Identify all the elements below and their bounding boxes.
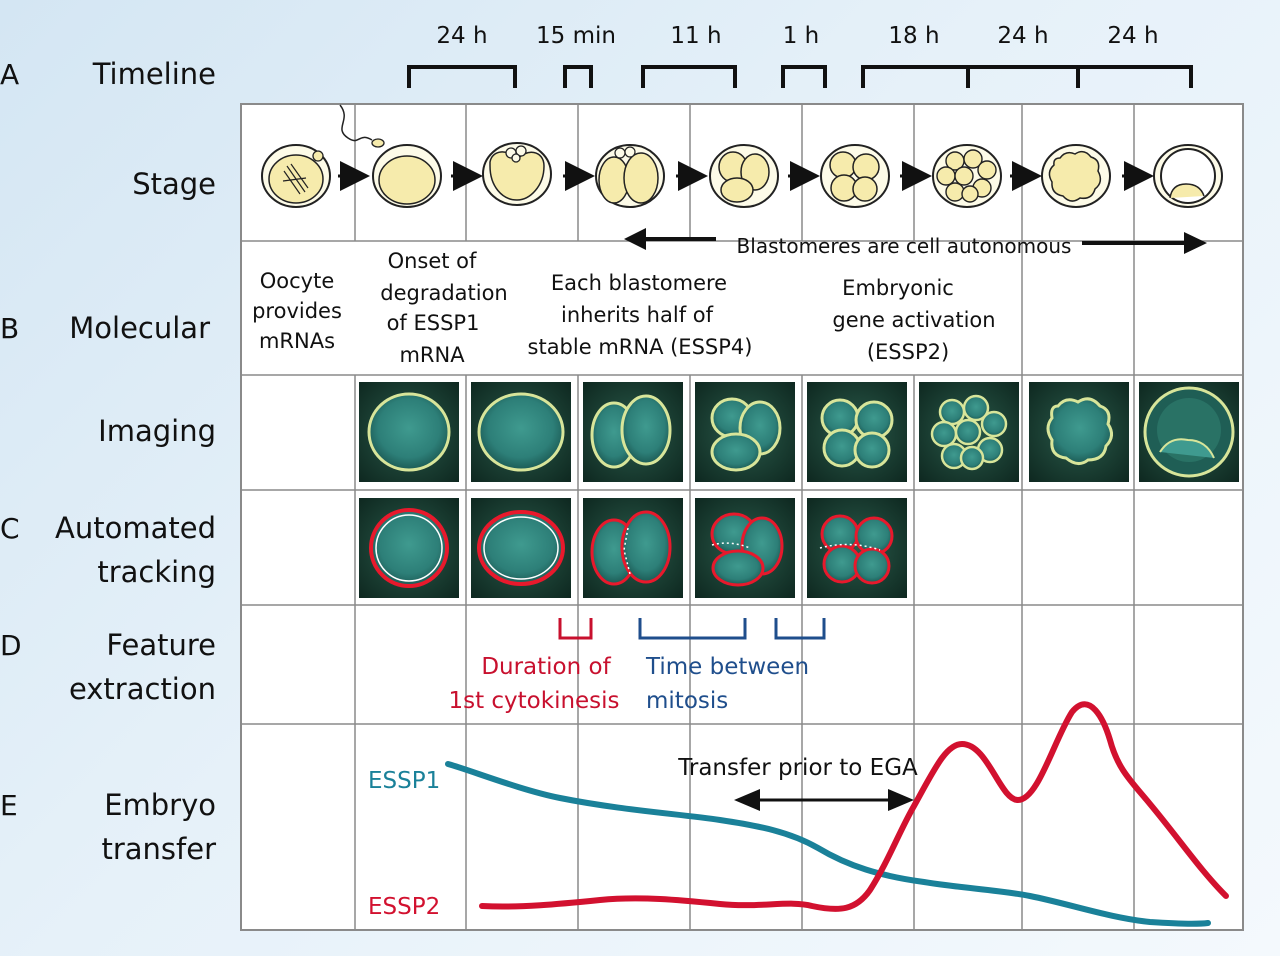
tracked-cell-image	[807, 498, 907, 598]
row-letter-c: C	[0, 512, 20, 545]
right-arrow-icon	[1184, 232, 1207, 254]
molecular-line: gene activation	[832, 308, 995, 332]
duration-label: 1 h	[783, 23, 820, 49]
bracket-11h	[641, 65, 737, 88]
feature-mitosis-line1: Time between	[645, 654, 809, 680]
molecular-line: stable mRNA (ESSP4)	[528, 335, 753, 359]
row-letter-a: A	[0, 58, 19, 91]
feature-mitosis-line2: mitosis	[646, 688, 728, 714]
bracket-mitosis-2	[774, 618, 826, 640]
transfer-curves	[445, 701, 1229, 927]
left-arrow-icon	[624, 228, 646, 250]
microscope-image	[919, 382, 1019, 482]
bracket-1h	[781, 65, 827, 88]
duration-label: 24 h	[997, 23, 1048, 49]
row-label-transfer: transfer	[101, 832, 216, 866]
embryo-stage-icon	[595, 144, 665, 208]
row-label-automated: Automated	[55, 511, 216, 545]
blastomere-banner: Blastomeres are cell autonomous	[624, 228, 1207, 258]
row-label-molecular: Molecular	[69, 311, 210, 345]
tracked-cell-image	[471, 498, 571, 598]
tracked-cell-image	[583, 498, 683, 598]
row-label-imaging: Imaging	[98, 414, 216, 448]
duration-label: 24 h	[1107, 23, 1158, 49]
molecular-line: mRNAs	[259, 329, 335, 353]
embryo-stage-icon	[1153, 144, 1223, 208]
molecular-line: provides	[252, 299, 342, 323]
embryo-stage-icon	[1041, 144, 1111, 208]
embryo-stage-icon	[932, 144, 1002, 208]
blastomere-banner-text: Blastomeres are cell autonomous	[737, 234, 1072, 258]
microscope-image	[583, 382, 683, 482]
transfer-annotation-text: Transfer prior to EGA	[677, 755, 918, 781]
feature-cytokinesis-line1: Duration of	[481, 654, 611, 680]
imaging-panels	[359, 382, 1239, 482]
timeline-brackets	[407, 65, 1193, 88]
embryo-stage-icon	[709, 144, 779, 208]
embryo-stage-icon	[339, 104, 442, 208]
row-label-embryo: Embryo	[104, 788, 216, 822]
tracked-cell-image	[695, 498, 795, 598]
molecular-line: degradation	[380, 281, 508, 305]
molecular-line: of ESSP1	[387, 311, 480, 335]
essp2-curve	[479, 701, 1229, 912]
microscope-image	[1139, 382, 1239, 482]
duration-label: 15 min	[536, 23, 616, 49]
molecular-text: Oocyte provides mRNAs Onset of degradati…	[252, 249, 995, 367]
bracket-long	[861, 65, 1193, 88]
essp1-curve	[445, 761, 1211, 927]
microscope-image	[807, 382, 907, 482]
stage-embryos	[261, 104, 1223, 208]
left-arrow-icon	[734, 789, 760, 811]
duration-label: 24 h	[436, 23, 487, 49]
feature-cytokinesis-line2: 1st cytokinesis	[448, 688, 619, 714]
essp2-label: ESSP2	[368, 894, 440, 920]
row-label-extraction: extraction	[69, 672, 216, 706]
microscope-image	[359, 382, 459, 482]
molecular-line: Each blastomere	[551, 271, 727, 295]
molecular-line: mRNA	[399, 343, 465, 367]
bracket-15min	[563, 65, 593, 88]
feature-brackets	[558, 618, 826, 640]
microscope-image	[1029, 382, 1129, 482]
row-letter-b: B	[0, 312, 19, 345]
row-letter-e: E	[0, 789, 18, 822]
microscope-image	[695, 382, 795, 482]
molecular-line: inherits half of	[561, 303, 714, 327]
row-label-tracking: tracking	[97, 555, 216, 589]
molecular-line: Embryonic	[842, 276, 954, 300]
molecular-line: Onset of	[388, 249, 477, 273]
row-label-feature: Feature	[106, 628, 216, 662]
embryo-stage-icon	[482, 142, 552, 206]
duration-label: 18 h	[888, 23, 939, 49]
molecular-line: Oocyte	[260, 269, 335, 293]
tracking-panels	[359, 498, 907, 598]
bracket-cytokinesis	[558, 618, 593, 640]
embryo-stage-icon	[820, 144, 890, 208]
right-arrow-icon	[888, 789, 914, 811]
essp1-label: ESSP1	[368, 768, 440, 794]
molecular-line: (ESSP2)	[867, 340, 949, 364]
bracket-mitosis-1	[638, 618, 747, 640]
tracked-cell-image	[359, 498, 459, 598]
row-letter-d: D	[0, 629, 22, 662]
microscope-image	[471, 382, 571, 482]
timeline-durations: 24 h 15 min 11 h 1 h 18 h 24 h 24 h	[436, 23, 1158, 49]
bracket-24h-1	[407, 65, 517, 88]
row-label-stage: Stage	[132, 167, 216, 201]
duration-label: 11 h	[670, 23, 721, 49]
row-label-timeline: Timeline	[92, 57, 216, 91]
transfer-annotation: Transfer prior to EGA	[677, 755, 918, 811]
embryo-stage-icon	[261, 144, 331, 208]
